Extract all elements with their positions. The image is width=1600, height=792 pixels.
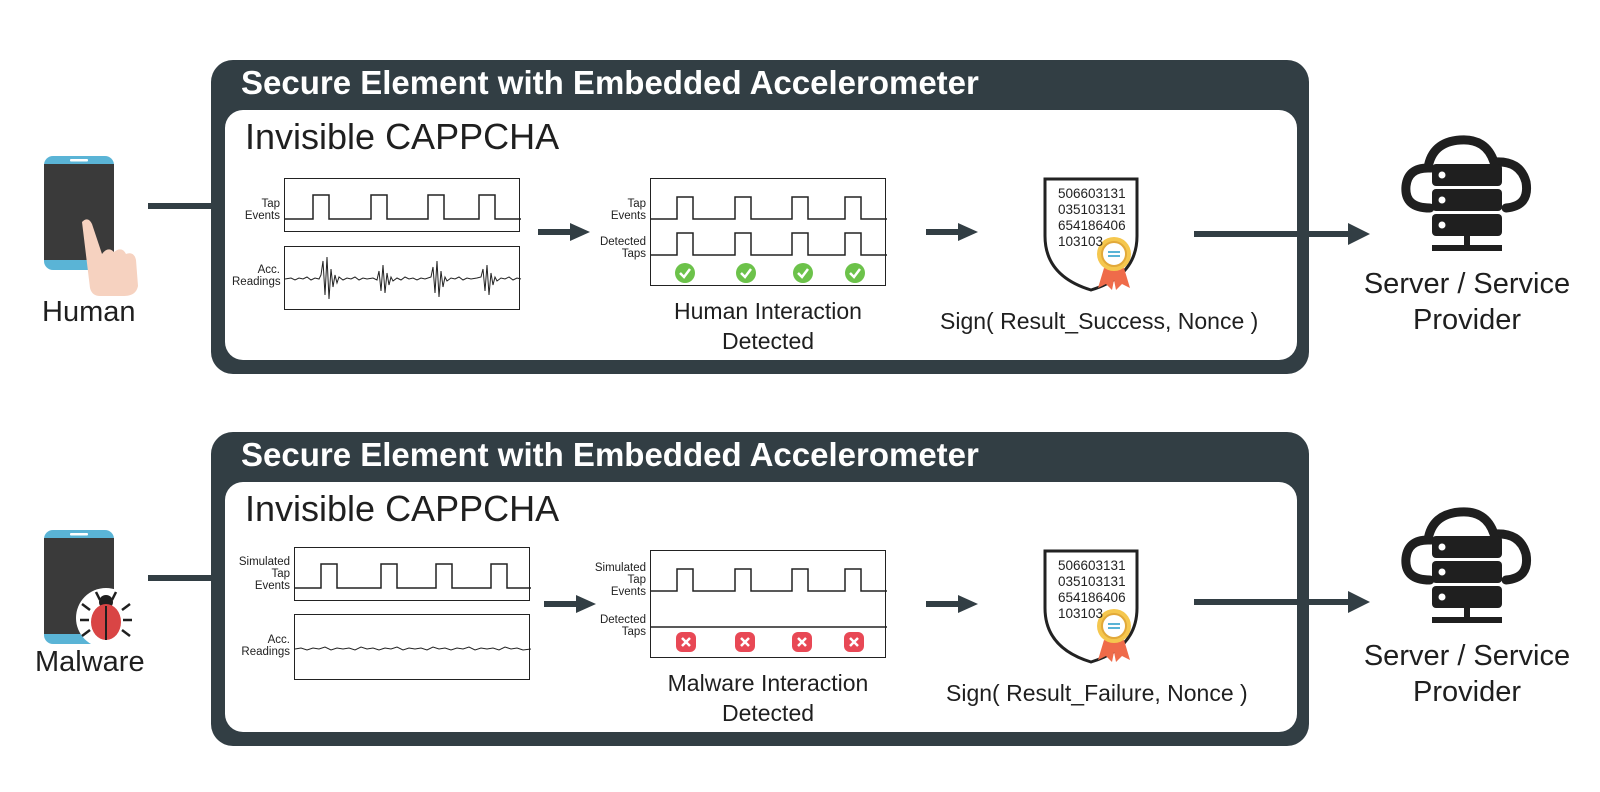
certificate-shield-icon <box>1043 177 1139 292</box>
signature-text: Sign( Result_Failure, Nonce ) <box>946 680 1248 706</box>
arrow-to-detection <box>538 223 590 241</box>
acc-readings-plot <box>294 614 532 680</box>
certificate-numbers: 506603131 035103131 654186406 103103 <box>1058 186 1126 249</box>
cloud-server-icon <box>1401 135 1532 251</box>
certificate-shield-icon <box>1043 549 1139 664</box>
check-icon <box>845 263 865 283</box>
certificate-numbers: 506603131 035103131 654186406 103103 <box>1058 558 1126 621</box>
detection-plot <box>650 550 887 658</box>
check-icon <box>793 263 813 283</box>
cross-icon <box>735 632 755 652</box>
frame-title: Secure Element with Embedded Acceleromet… <box>241 64 979 101</box>
cloud-server-icon <box>1401 507 1532 623</box>
acc-readings-label: Acc.Readings <box>241 634 290 658</box>
panel-title: Invisible CAPPCHA <box>245 488 560 529</box>
arrow-to-server <box>1194 223 1370 245</box>
actor-label: Malware <box>35 646 145 678</box>
phone-hand-icon <box>44 156 138 296</box>
phone-bug-icon <box>44 530 136 648</box>
arrow-to-signature <box>926 223 978 241</box>
arrow-to-signature <box>926 595 978 613</box>
cross-icon <box>844 632 864 652</box>
actor-label: Human <box>42 296 136 328</box>
acc-readings-label: Acc.Readings <box>232 264 281 288</box>
arrow-to-server <box>1194 591 1370 613</box>
panel-title: Invisible CAPPCHA <box>245 116 560 157</box>
arrow-to-detection <box>544 595 596 613</box>
acc-readings-plot <box>284 246 522 310</box>
tap-events-plot <box>284 178 521 232</box>
frame-title: Secure Element with Embedded Acceleromet… <box>241 436 979 473</box>
check-icon <box>675 263 695 283</box>
tap-events-plot <box>294 547 531 601</box>
check-icon <box>736 263 756 283</box>
cross-icon <box>676 632 696 652</box>
cross-icon <box>792 632 812 652</box>
signature-text: Sign( Result_Success, Nonce ) <box>940 308 1259 334</box>
